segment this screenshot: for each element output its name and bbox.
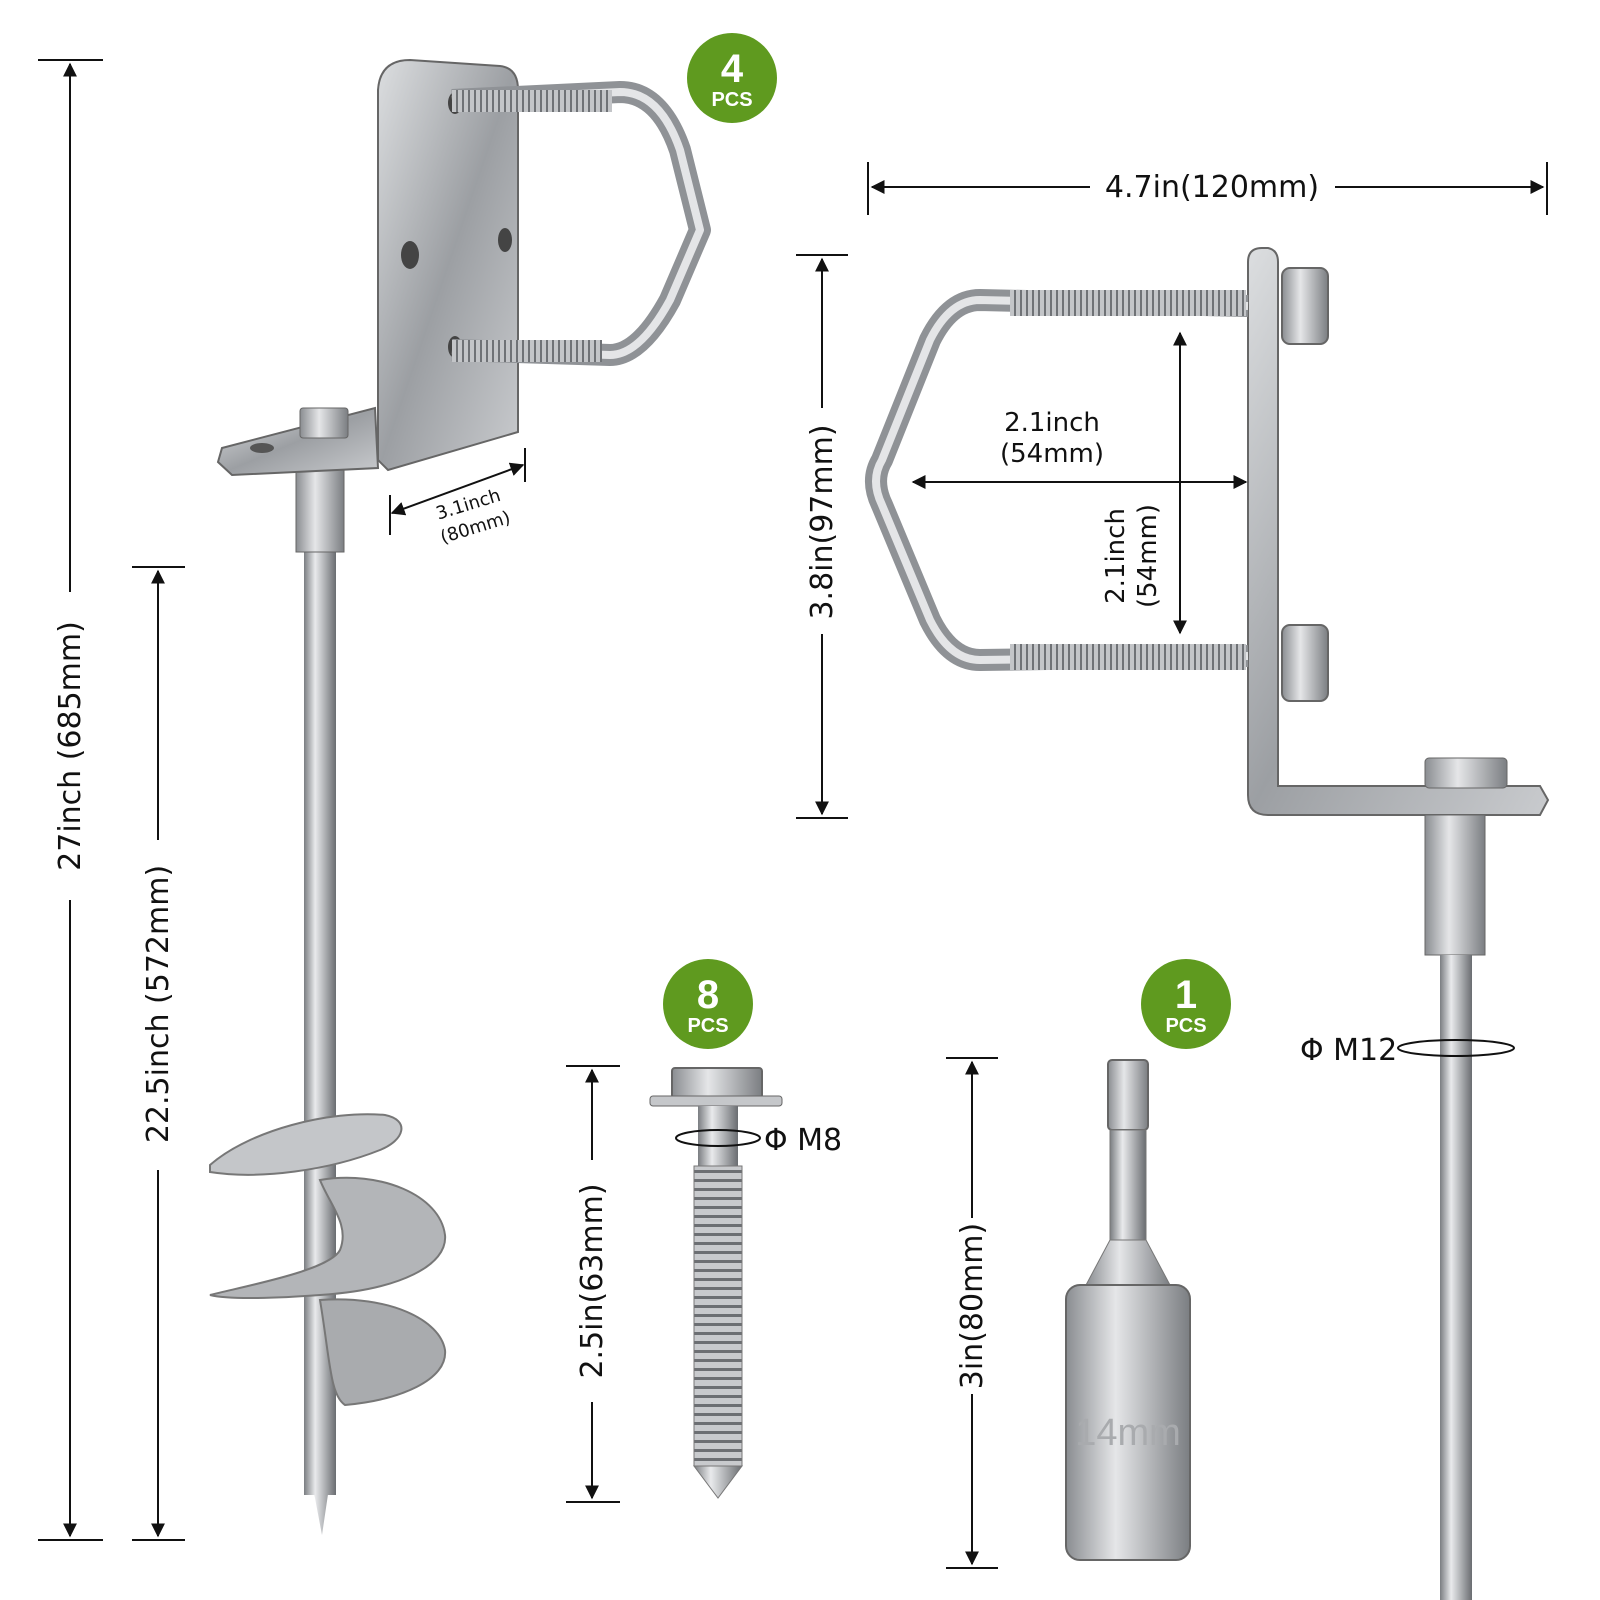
label-total-height: 27inch (685mm) [53,621,88,871]
socket-adapter-icon: 14mm [1065,1059,1191,1561]
lag-screw-icon [649,1067,783,1499]
label-stake-length: 22.5inch (572mm) [141,865,176,1143]
label-socket-size: 14mm [1075,1412,1181,1454]
label-bracket-width: 4.7in(120mm) [1105,170,1319,205]
dimension-bracket-width: 4.7in(120mm) [867,162,1548,215]
label-rod-diameter: Φ M12 [1300,1033,1397,1068]
auger-stake-icon [209,58,711,1535]
label-bracket-height: 3.8in(97mm) [805,424,840,619]
label-socket-length: 3in(80mm) [955,1223,990,1389]
quantity-badge-screws: 8 PCS [663,959,753,1049]
dimension-stake-length: 22.5inch (572mm) [132,566,185,1541]
label-screw-diameter: Φ M8 [764,1123,842,1158]
dimension-total-height: 27inch (685mm) [38,59,103,1541]
dimension-rod-diameter: Φ M12 [1300,1033,1515,1068]
dimension-screw-length: 2.5in(63mm) Φ M8 [566,1065,842,1503]
dimension-bracket-height: 3.8in(97mm) [796,254,848,819]
dimension-ubolt-span: 2.1inch (54mm) [1101,331,1187,635]
dimension-ubolt-width: 2.1inch (54mm) [911,408,1248,489]
u-bolt-bracket-icon [865,247,1550,1600]
badge-count: 1 [1175,973,1197,1017]
rod [1440,955,1472,1600]
badge-count: 4 [721,47,744,91]
label-screw-length: 2.5in(63mm) [575,1183,610,1378]
badge-count: 8 [697,973,719,1017]
badge-unit: PCS [711,89,752,111]
label-ubolt-span-2: (54mm) [1133,504,1163,608]
label-ubolt-width-1: 2.1inch [1004,408,1100,438]
stake-tip [304,1440,336,1535]
quantity-badge-bracket: 4 PCS [687,33,777,123]
dimension-socket-length: 3in(80mm) [946,1057,998,1569]
badge-unit: PCS [1165,1015,1206,1037]
quantity-badge-socket: 1 PCS [1141,959,1231,1049]
label-ubolt-span-1: 2.1inch [1101,508,1131,604]
badge-unit: PCS [687,1015,728,1037]
label-ubolt-width-2: (54mm) [1000,439,1104,469]
